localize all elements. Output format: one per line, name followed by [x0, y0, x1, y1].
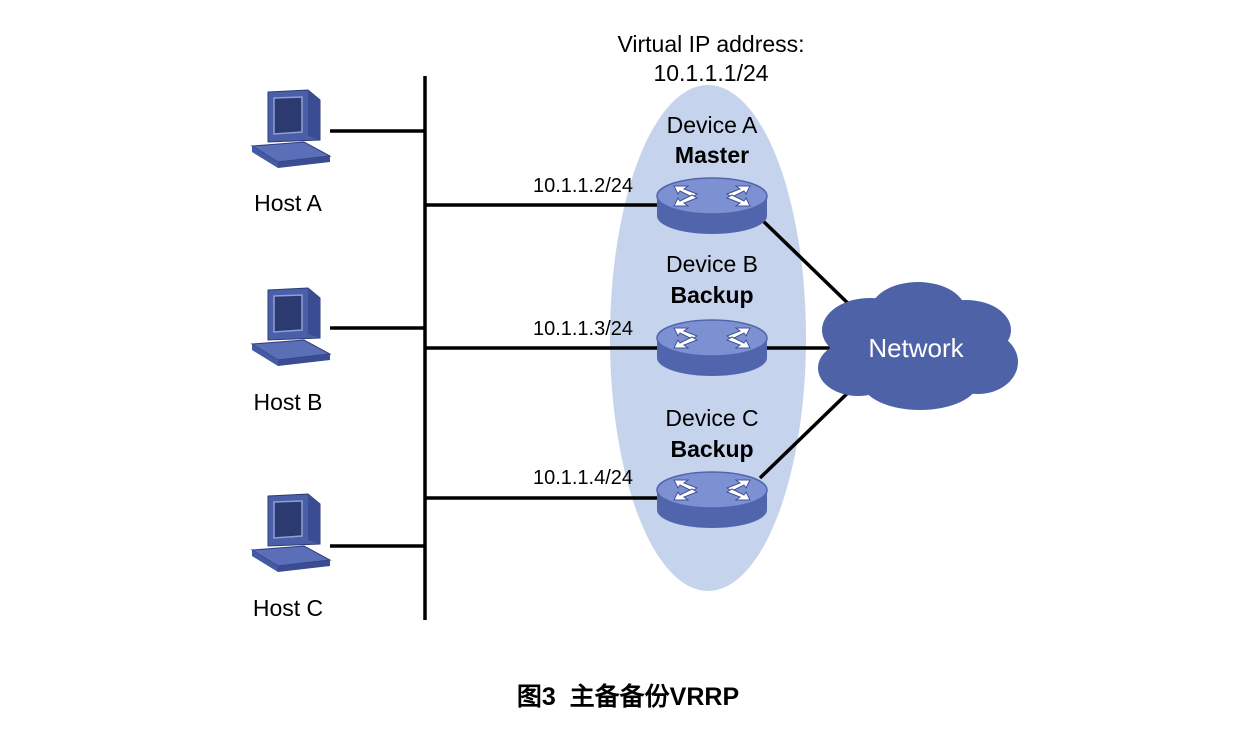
- host-b-label: Host B: [253, 389, 322, 415]
- device-a-name: Device A: [667, 112, 758, 138]
- host-c-computer-icon: [251, 493, 331, 573]
- device-c-ip: 10.1.1.4/24: [533, 467, 633, 489]
- device-a-role: Master: [675, 142, 749, 168]
- host-a-computer-icon: [251, 89, 331, 169]
- figure-caption: 图3 主备备份VRRP: [517, 683, 739, 711]
- host-b-computer-icon: [251, 287, 331, 367]
- device-b-router-icon: [656, 319, 768, 377]
- device-c-name: Device C: [665, 405, 758, 431]
- network-cloud-icon: [818, 282, 1018, 410]
- device-c-router-icon: [656, 471, 768, 529]
- device-a-router-icon: [656, 177, 768, 235]
- device-b-ip: 10.1.1.3/24: [533, 318, 633, 340]
- device-a-ip: 10.1.1.2/24: [533, 175, 633, 197]
- device-b-role: Backup: [670, 282, 753, 308]
- virtual-ip-label: Virtual IP address:: [617, 31, 804, 57]
- device-a-network-link: [758, 216, 860, 315]
- device-c-network-link: [758, 381, 860, 480]
- device-c-role: Backup: [670, 436, 753, 462]
- host-c-label: Host C: [253, 595, 323, 621]
- host-a-label: Host A: [254, 190, 322, 216]
- network-label: Network: [868, 333, 964, 363]
- virtual-ip-address: 10.1.1.1/24: [653, 60, 768, 86]
- device-b-name: Device B: [666, 251, 758, 277]
